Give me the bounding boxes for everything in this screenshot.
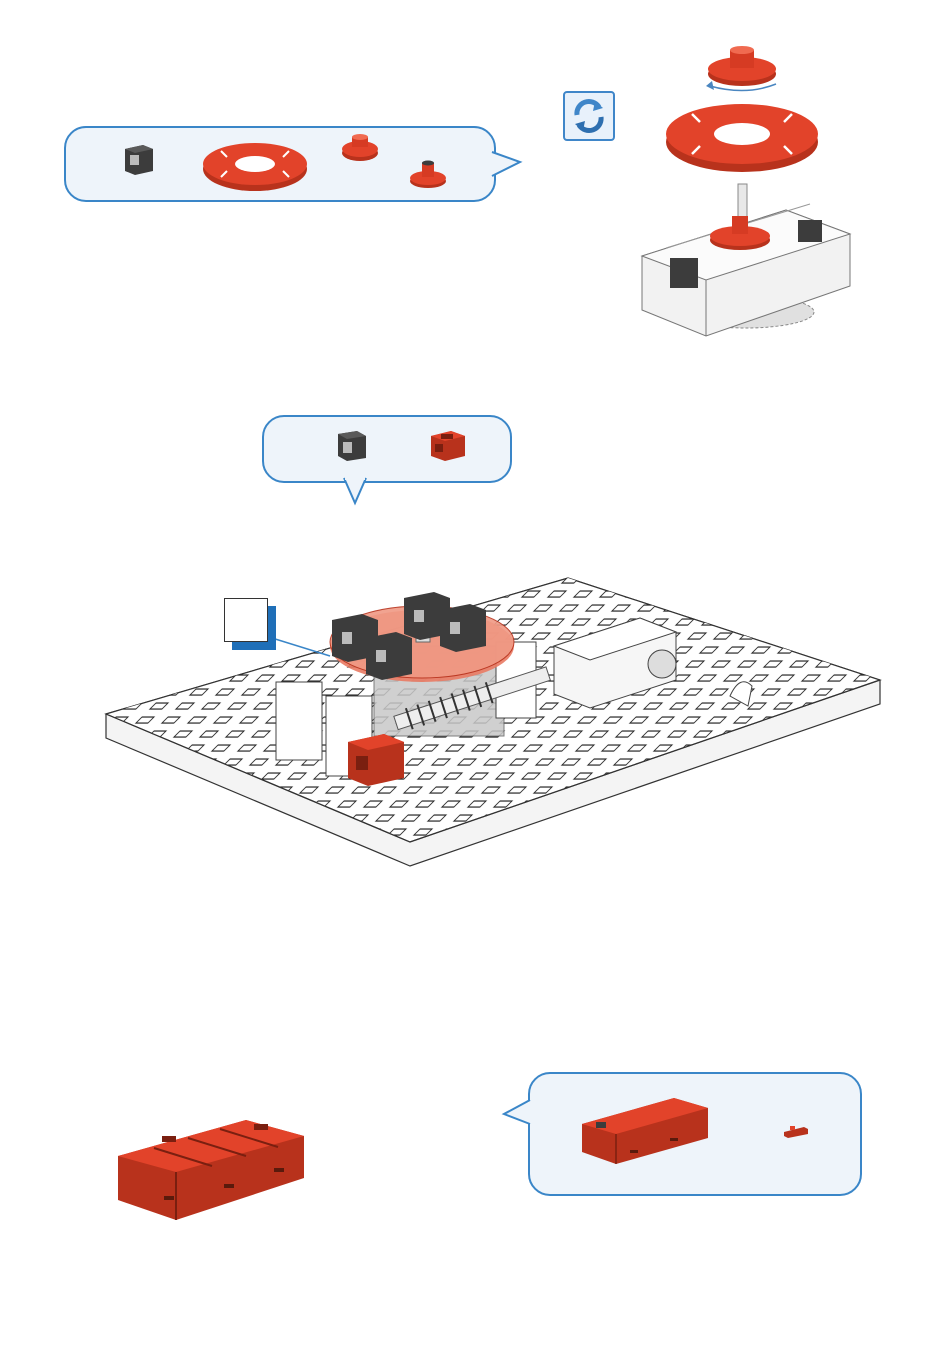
red-flange-nut-icon xyxy=(408,157,448,189)
rotate-icon xyxy=(563,91,615,141)
black-building-block-icon xyxy=(335,428,369,464)
step-number-box-face xyxy=(224,598,268,642)
callout-pointer xyxy=(490,150,530,190)
red-angle-block-icon xyxy=(429,428,469,464)
black-building-block-icon xyxy=(121,141,157,177)
parts-callout-step-2 xyxy=(262,415,512,483)
baseplate-assembly-illustration xyxy=(100,546,885,891)
turntable-assembly-illustration xyxy=(636,44,866,344)
red-small-clip-icon xyxy=(782,1124,810,1140)
assembly-turntable-disc xyxy=(666,104,818,172)
callout-pointer xyxy=(340,477,370,507)
assembly-hub-nut xyxy=(708,46,776,86)
assembly-gearbox xyxy=(642,204,850,336)
red-hub-nut-icon xyxy=(340,131,380,163)
red-battery-box-icon xyxy=(580,1092,710,1167)
callout-pointer xyxy=(502,1098,532,1128)
assembly-red-angle-block xyxy=(348,734,404,786)
battery-box-illustration xyxy=(114,1110,314,1225)
red-turntable-disc-icon xyxy=(201,141,309,193)
